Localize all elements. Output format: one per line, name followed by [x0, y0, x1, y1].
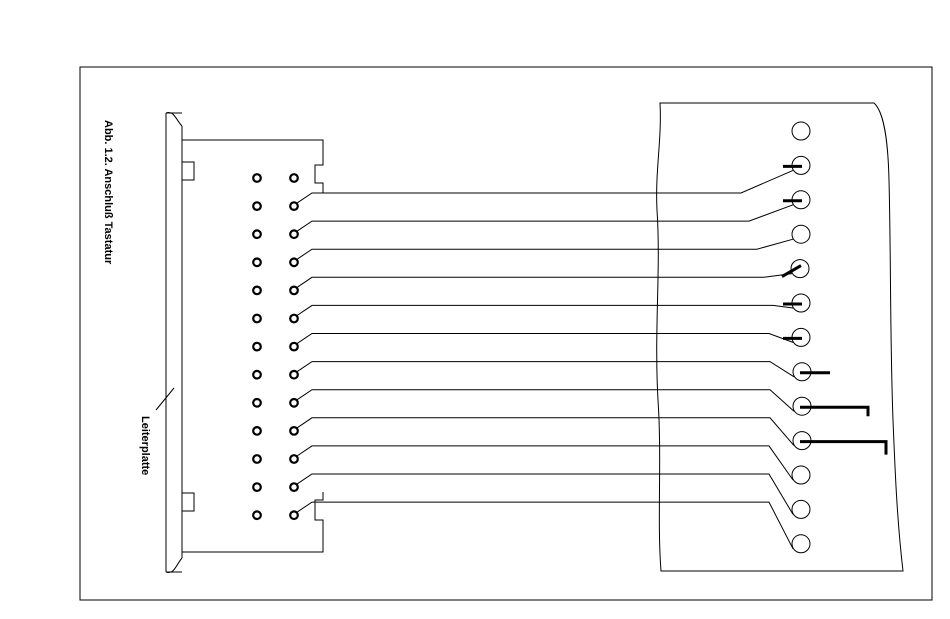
pin-left [253, 259, 261, 267]
trace [297, 274, 792, 288]
pin-left [253, 202, 261, 210]
board-label: Leiterplatte [139, 416, 151, 475]
trace [297, 170, 793, 203]
contact-mark-hook [800, 407, 868, 416]
board-label-group: Leiterplatte [139, 388, 174, 475]
trace [297, 362, 794, 377]
trace [297, 446, 793, 480]
pin-left [253, 343, 261, 351]
pin-right [290, 455, 298, 463]
trace [297, 334, 793, 344]
traces [297, 170, 794, 548]
pin-left [253, 371, 261, 379]
pin-left [253, 455, 261, 463]
pin-left [253, 174, 261, 182]
pin-left [253, 511, 261, 519]
board-label-leader [156, 388, 174, 410]
keyboard-contact [792, 225, 810, 243]
contact-mark-hook [800, 442, 886, 455]
pin-left [253, 287, 261, 295]
pin-right [290, 371, 298, 379]
pin-right [290, 315, 298, 323]
trace [297, 239, 793, 259]
figure-caption: Abb. 1.2. Anschluß Tastatur [102, 120, 114, 265]
pin-right [290, 343, 298, 351]
keyboard-contact [792, 122, 810, 140]
trace [297, 474, 793, 514]
pin-right [290, 511, 298, 519]
pin-right [290, 259, 298, 267]
pin-left [253, 315, 261, 323]
pin-left [253, 399, 261, 407]
trace [297, 205, 793, 231]
pin-left [253, 427, 261, 435]
pin-right [290, 287, 298, 295]
pin-right [290, 230, 298, 238]
pin-right [290, 202, 298, 210]
circuit-board [166, 112, 182, 572]
pin-right [290, 483, 298, 491]
keyboard-contact [792, 500, 810, 518]
pin-right [290, 174, 298, 182]
pin-right [290, 399, 298, 407]
keyboard-contact [792, 535, 810, 553]
connector-pins [253, 174, 298, 519]
trace [297, 502, 793, 549]
keyboard-contact [792, 466, 810, 484]
keyboard-contacts [782, 122, 886, 553]
trace [297, 305, 793, 315]
pin-left [253, 483, 261, 491]
trace [297, 390, 794, 412]
pin-right [290, 427, 298, 435]
pin-left [253, 230, 261, 238]
trace [297, 418, 794, 446]
